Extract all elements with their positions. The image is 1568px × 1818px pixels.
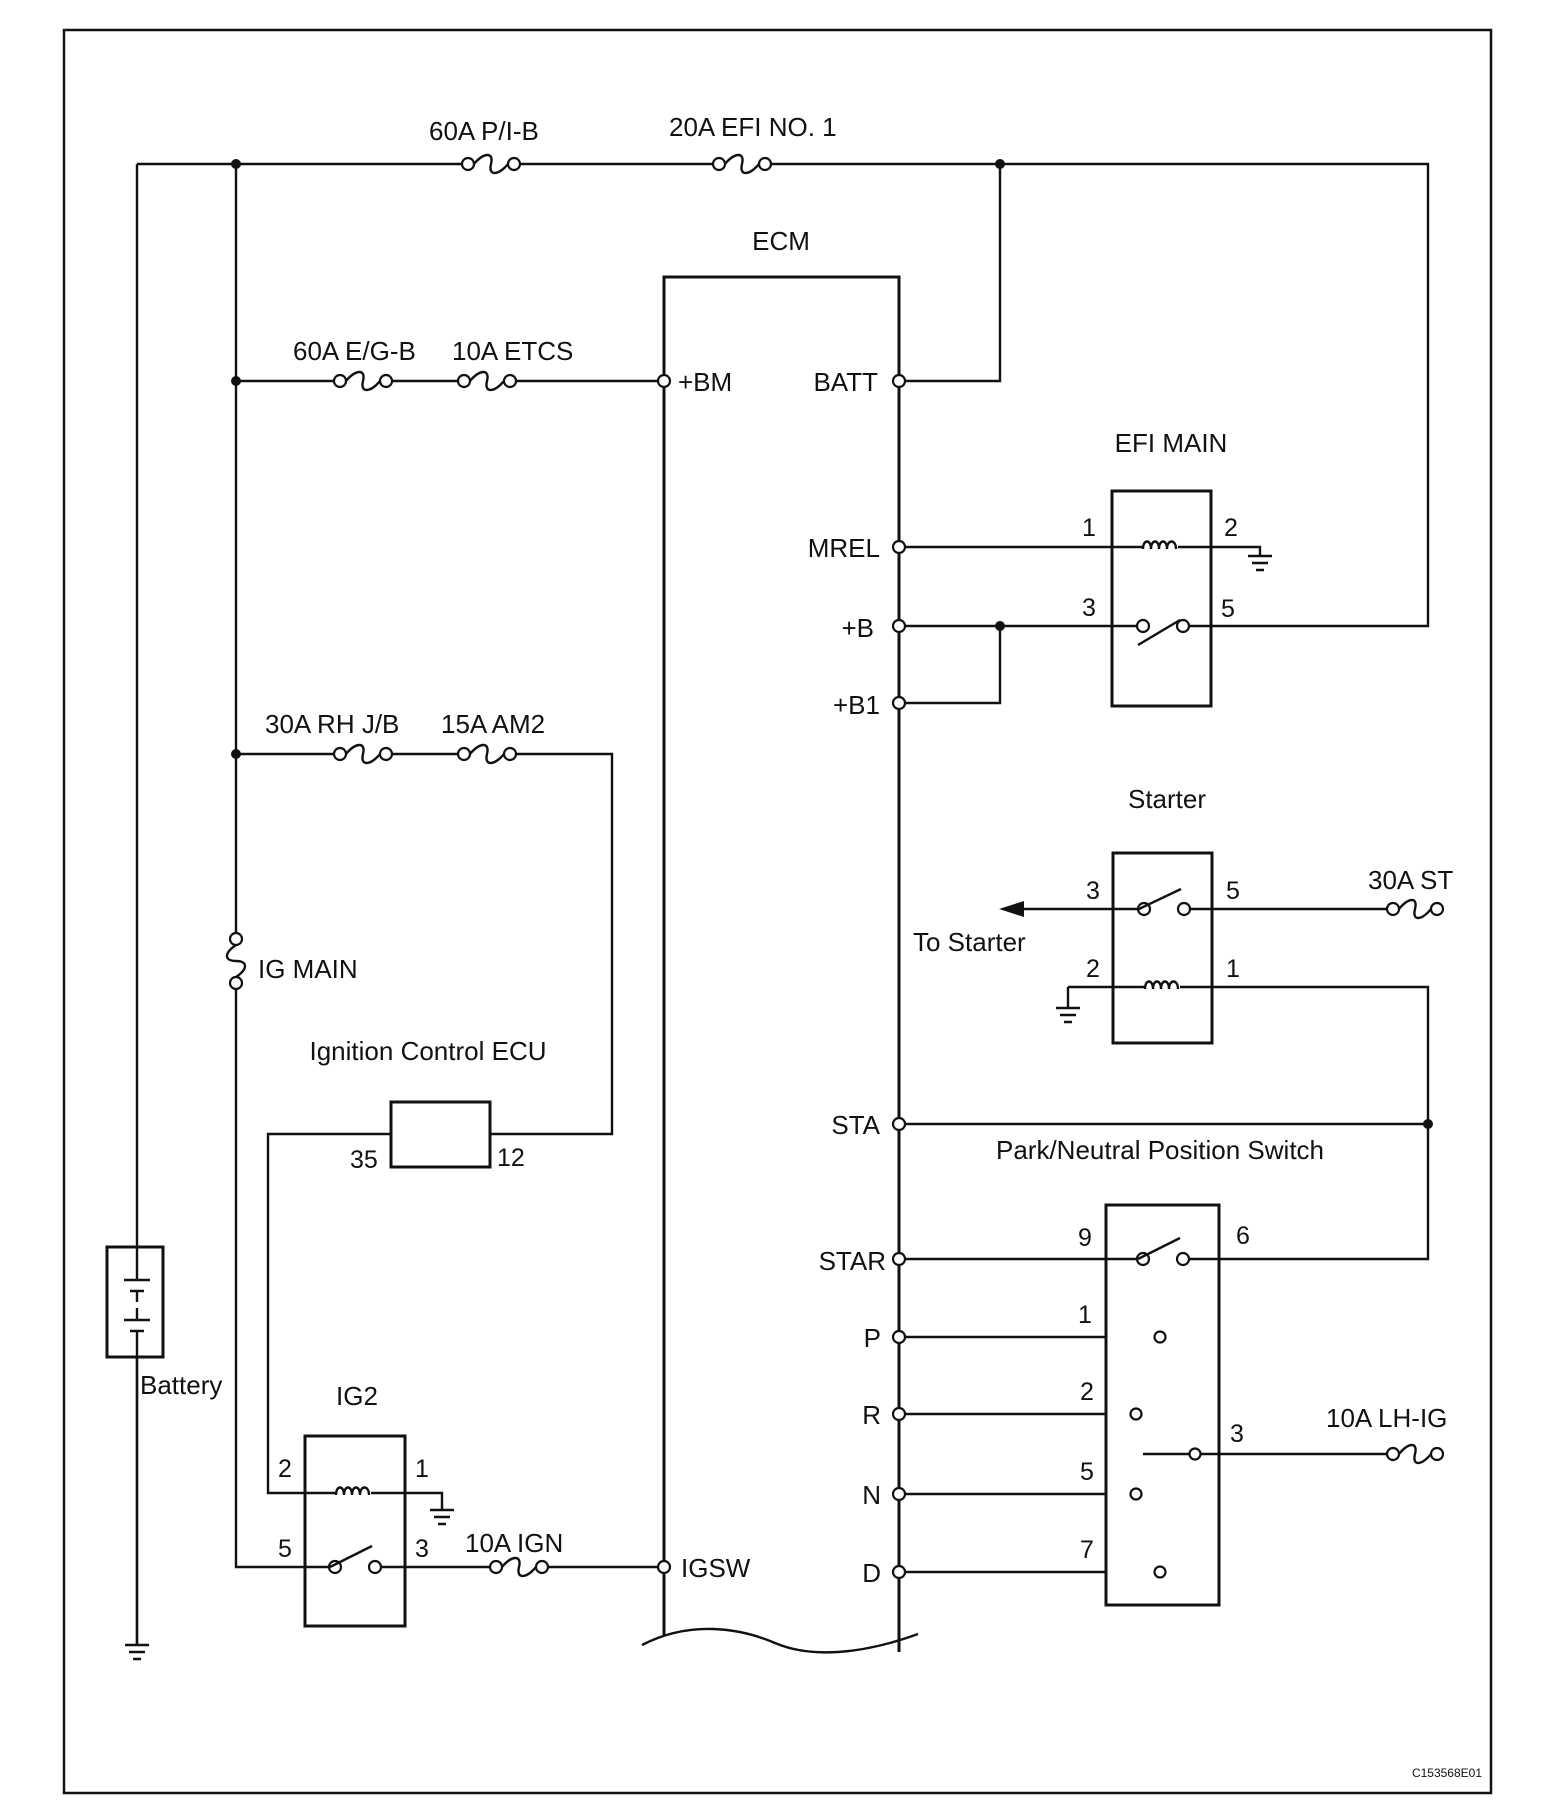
starter-ground-icon — [1056, 1006, 1080, 1024]
ecm-pin-batt: BATT — [813, 367, 878, 397]
fuse-label-lhig: 10A LH-IG — [1326, 1403, 1447, 1433]
pnp-pin-7: 7 — [1080, 1536, 1094, 1564]
ecm-pin-b1: +B1 — [833, 690, 880, 720]
battery-ground-icon — [125, 1643, 149, 1661]
fuse-label-igmain: IG MAIN — [258, 954, 358, 984]
junction-dots — [231, 159, 1433, 1129]
to-starter-arrow-icon — [999, 901, 1024, 917]
ecm-block — [662, 275, 901, 1652]
battery-icon — [105, 1245, 165, 1645]
ecm-pin-star: STAR — [819, 1246, 886, 1276]
figure-code: C153568E01 — [1412, 1766, 1482, 1780]
ig2-switch-icon — [305, 1544, 405, 1575]
fuse-30a-rhjb — [332, 743, 394, 765]
ig2-pin-1: 1 — [415, 1455, 429, 1483]
efi-main-pin-1: 1 — [1082, 514, 1096, 542]
fuse-label-efi1: 20A EFI NO. 1 — [669, 112, 837, 142]
fuse-label-st: 30A ST — [1368, 865, 1453, 895]
fuse-60a-egb — [332, 370, 394, 392]
ecm-title: ECM — [752, 226, 810, 256]
battery-label: Battery — [140, 1370, 222, 1400]
efi-main-ground-icon — [1248, 554, 1272, 572]
pnp-pin-2: 2 — [1080, 1378, 1094, 1406]
pnp-pin-6: 6 — [1236, 1222, 1250, 1250]
fuse-label-am2: 15A AM2 — [441, 709, 545, 739]
starter-pin-1: 1 — [1226, 955, 1240, 983]
fuse-30a-st — [1385, 898, 1445, 920]
starter-relay — [1111, 851, 1214, 1045]
efi-main-switch-icon — [1112, 618, 1211, 647]
ecm-break-line — [641, 1627, 919, 1654]
pnp-switch — [1104, 1203, 1221, 1607]
ig2-pin-5: 5 — [278, 1535, 292, 1563]
pnp-pin-5: 5 — [1080, 1458, 1094, 1486]
fuse-label-ign: 10A IGN — [465, 1528, 563, 1558]
ecm-pin-p: P — [864, 1323, 881, 1353]
starter-pin-2: 2 — [1086, 955, 1100, 983]
starter-switch-icon — [1113, 887, 1212, 917]
fuse-label-pib: 60A P/I-B — [429, 116, 539, 146]
efi-main-coil-icon — [1112, 540, 1211, 550]
ig2-relay — [303, 1434, 407, 1628]
pnp-pin-1: 1 — [1078, 1301, 1092, 1329]
fuse-label-etcs: 10A ETCS — [452, 336, 573, 366]
diagram-frame — [62, 28, 1493, 1795]
pnp-contacts-icon — [1106, 1236, 1219, 1579]
ecm-pin-igsw: IGSW — [681, 1553, 751, 1583]
ignition-ecu-pin-35: 35 — [350, 1146, 378, 1174]
fuse-10a-ign — [488, 1556, 550, 1578]
efi-main-relay — [1110, 489, 1213, 708]
ig2-pin-2: 2 — [278, 1455, 292, 1483]
efi-main-pin-5: 5 — [1221, 595, 1235, 623]
fuse-20a-efi1 — [711, 153, 773, 175]
ecm-pin-n: N — [862, 1480, 881, 1510]
ecm-pin-mrel: MREL — [808, 533, 880, 563]
fuse-ig-main — [225, 931, 247, 991]
efi-main-title: EFI MAIN — [1115, 428, 1228, 458]
ecm-pin-d: D — [862, 1558, 881, 1588]
to-starter-label: To Starter — [913, 927, 1026, 957]
ignition-control-ecu — [389, 1100, 492, 1169]
ig2-title: IG2 — [336, 1381, 378, 1411]
starter-title: Starter — [1128, 784, 1206, 814]
ecm-pin-bm: +BM — [678, 367, 732, 397]
fuse-10a-lhig — [1385, 1443, 1445, 1465]
fuse-15a-am2 — [456, 743, 518, 765]
ecm-pin-sta: STA — [831, 1110, 880, 1140]
pnp-pin-3: 3 — [1230, 1420, 1244, 1448]
fuse-symbols — [225, 153, 1445, 1578]
ig2-ground-icon — [430, 1508, 454, 1526]
ecm-terminals — [656, 373, 907, 1580]
ignition-ecu-title: Ignition Control ECU — [310, 1036, 547, 1066]
ig2-pin-3: 3 — [415, 1535, 429, 1563]
starter-pin-3: 3 — [1086, 877, 1100, 905]
fuse-label-rhjb: 30A RH J/B — [265, 709, 399, 739]
starter-pin-5: 5 — [1226, 877, 1240, 905]
fuse-label-egb: 60A E/G-B — [293, 336, 416, 366]
efi-main-pin-3: 3 — [1082, 594, 1096, 622]
fuse-10a-etcs — [456, 370, 518, 392]
starter-coil-icon — [1113, 980, 1212, 990]
ecm-pin-r: R — [862, 1400, 881, 1430]
ignition-ecu-pin-12: 12 — [497, 1144, 525, 1172]
pnp-pin-9: 9 — [1078, 1224, 1092, 1252]
efi-main-pin-2: 2 — [1224, 514, 1238, 542]
pnp-title: Park/Neutral Position Switch — [996, 1135, 1324, 1165]
ig2-coil-icon — [305, 1486, 405, 1496]
ecm-pin-b: +B — [841, 613, 874, 643]
fuse-60a-pib — [460, 153, 522, 175]
